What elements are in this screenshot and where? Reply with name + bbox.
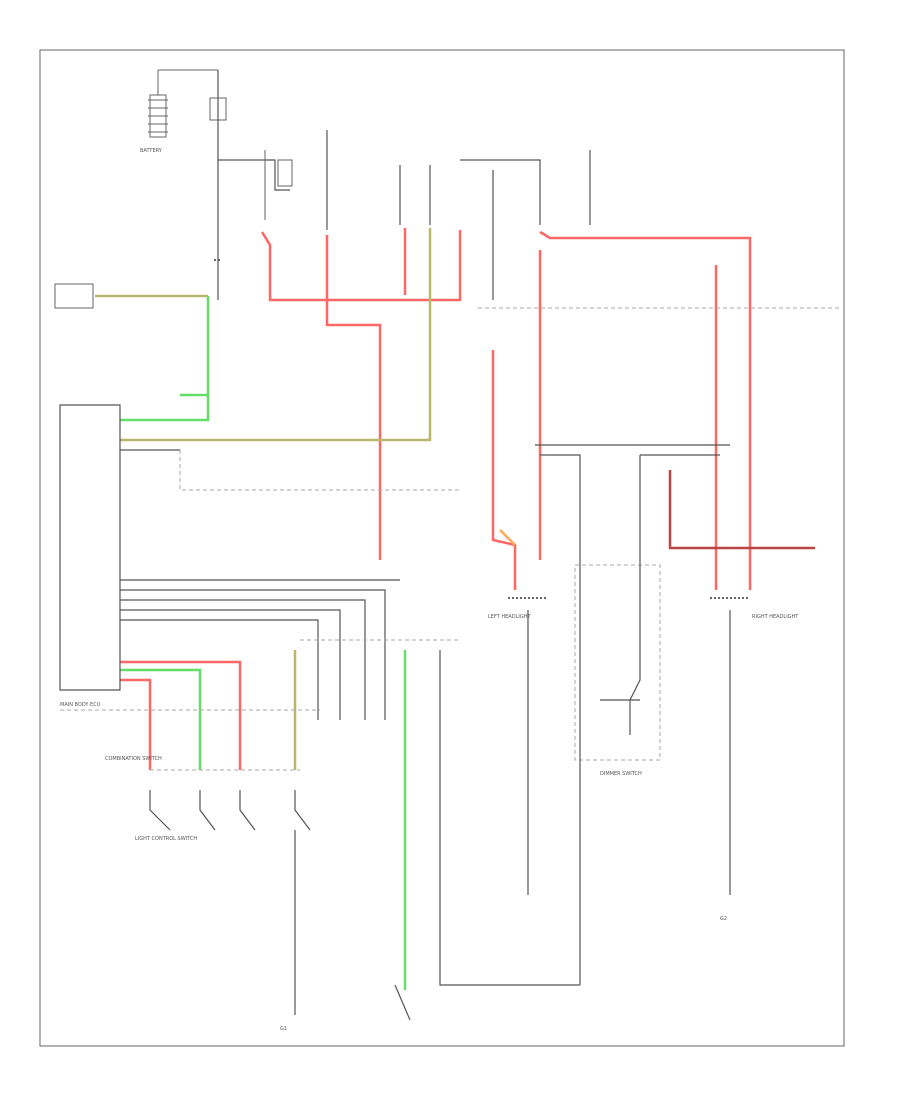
body-ecu-block: [59, 404, 460, 720]
red-wire-lower-b: [120, 678, 152, 770]
battery-symbol: [148, 69, 218, 138]
ground-right-label: G2: [720, 916, 727, 922]
right-headlight: [710, 597, 750, 895]
relay-contact-3: [460, 159, 541, 225]
sensor-box: [54, 283, 94, 309]
body-ecu-label: MAIN BODY ECU: [60, 702, 101, 708]
orange-wire-segment: [499, 529, 516, 546]
ground-left-label: G1: [280, 1026, 287, 1032]
fusible-link: [209, 97, 227, 121]
combination-switch-label: COMBINATION SWITCH: [105, 756, 162, 762]
left-headlight-label: LEFT HEADLIGHT: [488, 614, 531, 620]
green-wire-upper: [120, 296, 210, 422]
headlight-relay: [218, 150, 293, 220]
right-headlight-label: RIGHT HEADLIGHT: [752, 614, 799, 620]
olive-wire: [120, 228, 432, 442]
bottom-ground-bus: [439, 650, 580, 986]
dark-red-wire: [668, 470, 815, 550]
light-control-switch: [149, 790, 311, 831]
light-control-switch-label: LIGHT CONTROL SWITCH: [135, 836, 197, 842]
battery-label: BATTERY: [140, 148, 163, 154]
green-wire-lower: [120, 668, 202, 770]
red-harness-loop: [260, 230, 462, 302]
red-wire-center: [325, 235, 382, 560]
red-wire-left-low: [491, 350, 517, 590]
dimmer-switch-label: DIMMER SWITCH: [600, 771, 642, 777]
red-wire-right-headlight: [539, 230, 752, 590]
dimmer-switch: [540, 454, 720, 985]
red-wire-lower-a: [120, 660, 242, 770]
bottom-switch: [394, 984, 411, 1021]
left-headlight: [508, 597, 548, 895]
diagram-frame: [39, 49, 845, 1047]
